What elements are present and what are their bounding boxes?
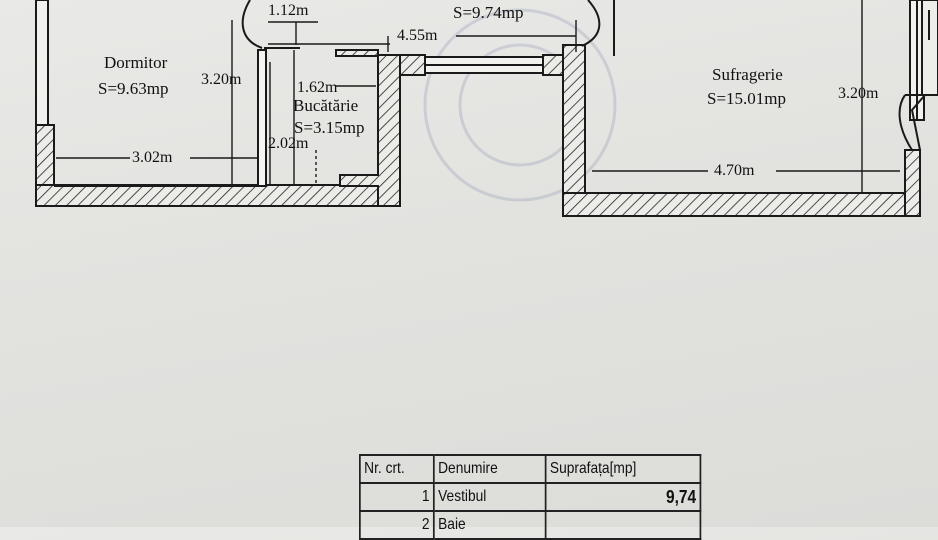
vestibul-area: S=9.74mp	[453, 3, 524, 22]
dim-2-02: 2.02m	[268, 135, 309, 152]
table-row: 1 Vestibul 9,74	[358, 482, 702, 512]
dim-4-70: 4.70m	[714, 162, 755, 179]
cell-nr: 1	[358, 482, 435, 512]
cell-area: 9,74	[544, 482, 702, 512]
stamp	[423, 8, 617, 202]
table-row: 2 Baie	[358, 510, 702, 540]
cell-nr: 2	[358, 510, 435, 540]
floor-plan	[35, 0, 938, 217]
dim-4-55: 4.55m	[397, 27, 438, 44]
dim-1-12: 1.12m	[268, 2, 309, 19]
walls-right	[562, 0, 938, 217]
bucatarie-area: S=3.15mp	[294, 118, 365, 137]
sufragerie-area: S=15.01mp	[707, 89, 787, 108]
dormitor-area: S=9.63mp	[98, 79, 169, 98]
sufragerie-name: Sufragerie	[712, 65, 783, 84]
dormitor-name: Dormitor	[104, 53, 168, 72]
bucatarie-name: Bucătărie	[293, 96, 359, 115]
dim-1-62: 1.62m	[297, 79, 338, 96]
walls-middle	[378, 54, 586, 76]
cell-name: Vestibul	[432, 482, 547, 512]
header-denumire: Denumire	[432, 454, 547, 484]
header-nr: Nr. crt.	[358, 454, 435, 484]
dim-3-20-right: 3.20m	[838, 85, 879, 102]
dim-3-02: 3.02m	[132, 149, 173, 166]
dim-3-20-left: 3.20m	[201, 71, 242, 88]
walls-left	[35, 0, 401, 207]
dimension-lines	[56, 0, 900, 192]
table-header-row: Nr. crt. Denumire Suprafața[mp]	[358, 454, 702, 484]
door-swing	[898, 94, 928, 151]
vestibul-arc	[241, 0, 615, 56]
cell-area	[544, 510, 702, 540]
cell-name: Baie	[432, 510, 547, 540]
header-suprafata: Suprafața[mp]	[544, 454, 702, 484]
room-table: Nr. crt. Denumire Suprafața[mp] 1 Vestib…	[358, 454, 702, 540]
